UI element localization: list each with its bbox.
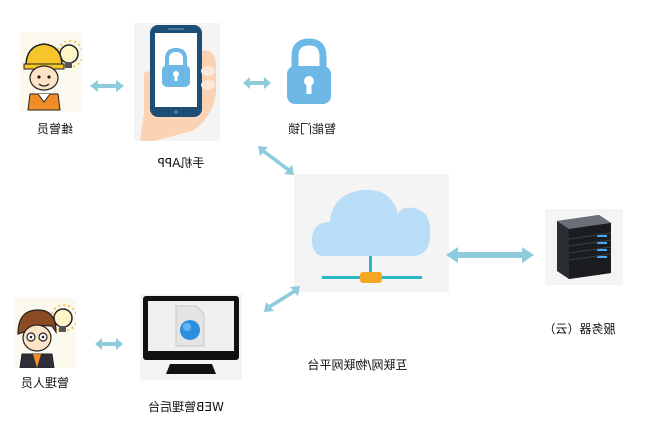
arrow-worker-app	[90, 80, 124, 92]
arrow-app-lock	[243, 77, 271, 89]
platform-label: 互联网/物联网平台	[307, 358, 408, 372]
manager-node	[14, 298, 78, 369]
server-icon	[557, 215, 612, 279]
web-admin-node	[140, 294, 242, 380]
maintenance-staff-label: 维管员	[37, 122, 74, 136]
arrow-manager-web	[95, 338, 123, 350]
cloud-network-icon	[312, 189, 431, 283]
arrow-web-platform	[264, 286, 300, 312]
platform-node	[294, 174, 449, 292]
maintenance-staff-node	[20, 32, 84, 112]
smart-lock-label: 智能门锁	[288, 122, 337, 136]
mobile-app-node	[134, 23, 220, 141]
arrow-app-platform	[258, 146, 294, 175]
web-admin-label: WEB管理后台	[148, 400, 224, 414]
manager-label: 管理人员	[21, 376, 70, 390]
server-node	[545, 209, 623, 285]
mobile-app-label: 手机APP	[157, 156, 205, 170]
server-label: 服务器（云）	[543, 322, 616, 336]
monitor-web-icon	[143, 296, 239, 374]
arrow-platform-server	[446, 247, 534, 263]
worker-with-hardhat-icon	[23, 40, 84, 111]
phone-lock-icon	[140, 25, 216, 141]
padlock-icon	[287, 38, 331, 104]
manager-with-glasses-icon	[17, 304, 78, 369]
